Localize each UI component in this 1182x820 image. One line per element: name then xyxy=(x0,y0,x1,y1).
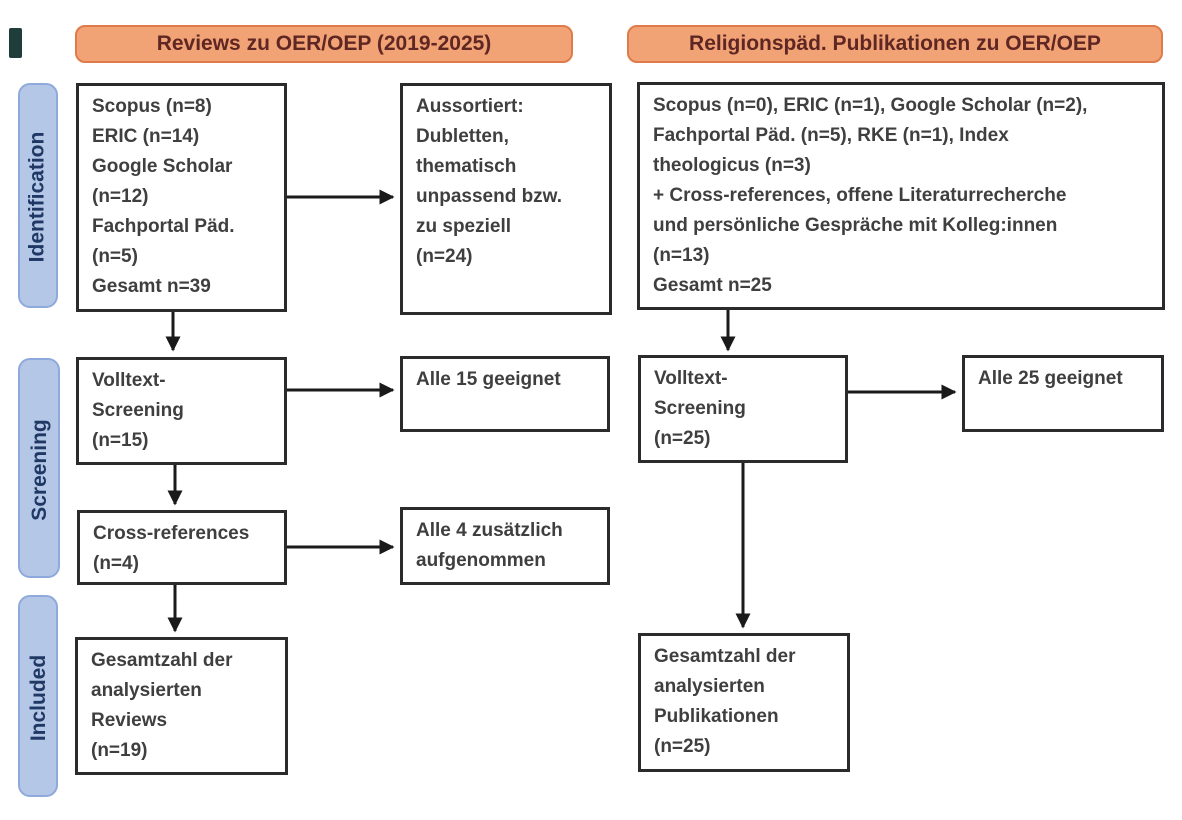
box-line: Gesamtzahl der xyxy=(91,650,233,671)
box-line: Scopus (n=0), ERIC (n=1), Google Scholar… xyxy=(653,95,1088,116)
box-line: (n=12) xyxy=(92,186,149,207)
box-total-relpaed: Gesamtzahl der analysierten Publikatione… xyxy=(638,633,850,772)
column-header-reviews-label: Reviews zu OER/OEP (2019-2025) xyxy=(156,32,492,55)
box-line: (n=5) xyxy=(92,246,138,267)
box-line: Volltext- xyxy=(92,370,166,391)
box-line: (n=13) xyxy=(653,245,710,266)
box-line: Alle 15 geeignet xyxy=(416,369,561,390)
box-line: Publikationen xyxy=(654,706,779,727)
column-header-relpaed: Religionspäd. Publikationen zu OER/OEP xyxy=(627,25,1163,63)
stage-label-screening: Screening xyxy=(18,358,60,578)
stage-label-included-text: Included xyxy=(27,654,50,742)
box-line: Gesamt n=25 xyxy=(653,275,772,296)
box-volltext-reviews: Volltext- Screening (n=15) xyxy=(76,357,287,465)
box-line: Screening xyxy=(654,398,746,419)
box-line: Screening xyxy=(92,400,184,421)
box-alle25: Alle 25 geeignet xyxy=(962,355,1164,432)
box-sources-reviews: Scopus (n=8) ERIC (n=14) Google Scholar … xyxy=(76,83,287,312)
box-line: Gesamtzahl der xyxy=(654,646,796,667)
box-line: Alle 4 zusätzlich xyxy=(416,520,563,541)
box-line: zu speziell xyxy=(416,216,512,237)
column-header-reviews: Reviews zu OER/OEP (2019-2025) xyxy=(75,25,573,63)
stage-label-included: Included xyxy=(18,595,58,797)
box-alle4: Alle 4 zusätzlich aufgenommen xyxy=(400,507,610,585)
box-volltext-relpaed: Volltext- Screening (n=25) xyxy=(638,355,848,463)
box-alle15: Alle 15 geeignet xyxy=(400,356,610,432)
box-aussortiert: Aussortiert: Dubletten, thematisch unpas… xyxy=(400,83,612,315)
box-line: (n=19) xyxy=(91,740,148,761)
box-crossref: Cross-references (n=4) xyxy=(77,510,287,585)
box-line: Cross-references xyxy=(93,523,250,544)
box-line: theologicus (n=3) xyxy=(653,155,811,176)
box-line: aufgenommen xyxy=(416,550,546,571)
stage-label-screening-text: Screening xyxy=(28,419,51,521)
box-line: Aussortiert: xyxy=(416,96,524,117)
box-line: Fachportal Päd. (n=5), RKE (n=1), Index xyxy=(653,125,1009,146)
column-header-relpaed-label: Religionspäd. Publikationen zu OER/OEP xyxy=(689,32,1101,55)
box-line: (n=24) xyxy=(416,246,473,267)
box-line: thematisch xyxy=(416,156,517,177)
stage-label-identification-text: Identification xyxy=(25,131,49,263)
box-line: analysierten xyxy=(91,680,202,701)
box-total-reviews: Gesamtzahl der analysierten Reviews (n=1… xyxy=(75,637,288,775)
box-line: Gesamt n=39 xyxy=(92,276,211,297)
box-line: Google Scholar xyxy=(92,156,233,177)
box-line: Dubletten, xyxy=(416,126,509,147)
box-line: Volltext- xyxy=(654,368,728,389)
box-line: + Cross-references, offene Literaturrech… xyxy=(653,185,1067,206)
box-line: ERIC (n=14) xyxy=(92,126,200,147)
box-line: (n=4) xyxy=(93,553,139,574)
box-line: Alle 25 geeignet xyxy=(978,368,1123,389)
corner-artifact xyxy=(9,28,22,58)
box-sources-relpaed: Scopus (n=0), ERIC (n=1), Google Scholar… xyxy=(637,82,1165,310)
box-line: (n=15) xyxy=(92,430,149,451)
stage-label-identification: Identification xyxy=(18,83,58,308)
box-line: analysierten xyxy=(654,676,765,697)
box-line: und persönliche Gespräche mit Kolleg:inn… xyxy=(653,215,1058,236)
box-line: unpassend bzw. xyxy=(416,186,563,207)
box-line: (n=25) xyxy=(654,428,711,449)
box-line: Fachportal Päd. xyxy=(92,216,235,237)
box-line: (n=25) xyxy=(654,736,711,757)
box-line: Scopus (n=8) xyxy=(92,96,212,117)
box-line: Reviews xyxy=(91,710,168,731)
